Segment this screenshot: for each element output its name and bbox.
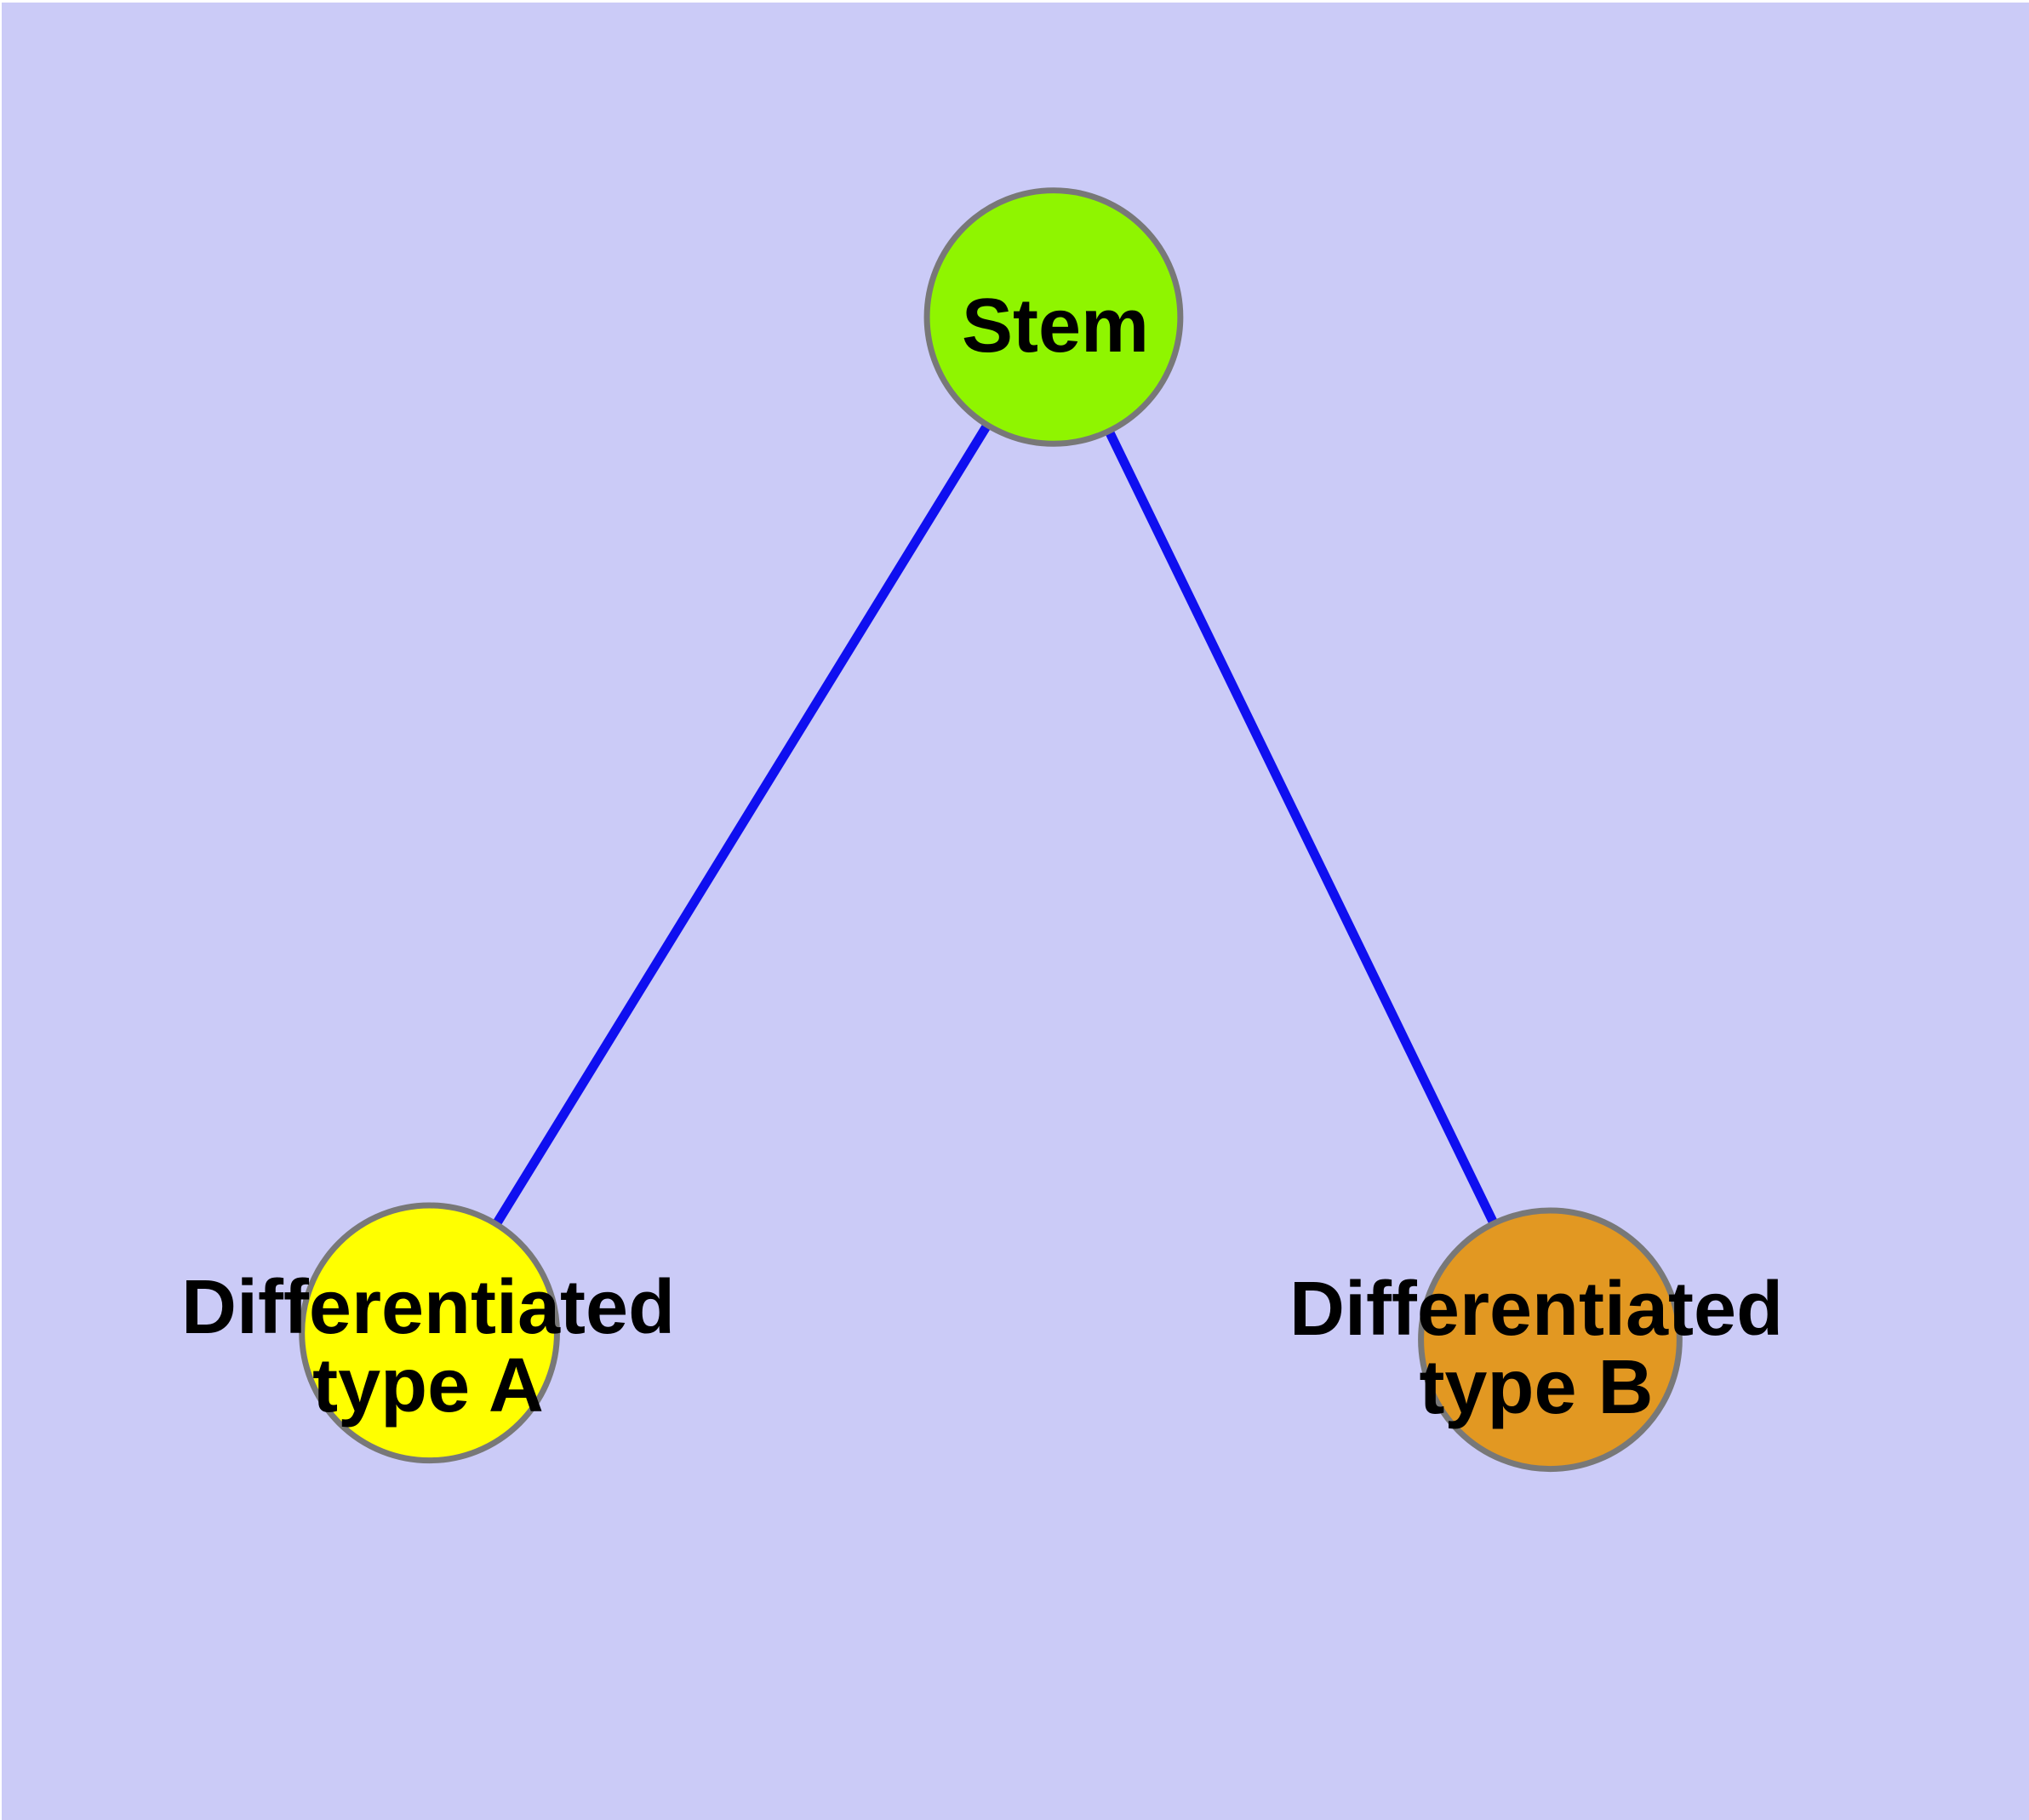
node-stem-circle <box>923 187 1184 447</box>
node-differentiated-type-a-circle <box>299 1202 560 1464</box>
graph <box>299 187 1683 1473</box>
node-differentiated-type-b-circle <box>1418 1207 1683 1473</box>
edge-stem-to-differentiated-type-a <box>425 314 1058 1336</box>
edge-stem-to-differentiated-type-b <box>1049 315 1555 1342</box>
